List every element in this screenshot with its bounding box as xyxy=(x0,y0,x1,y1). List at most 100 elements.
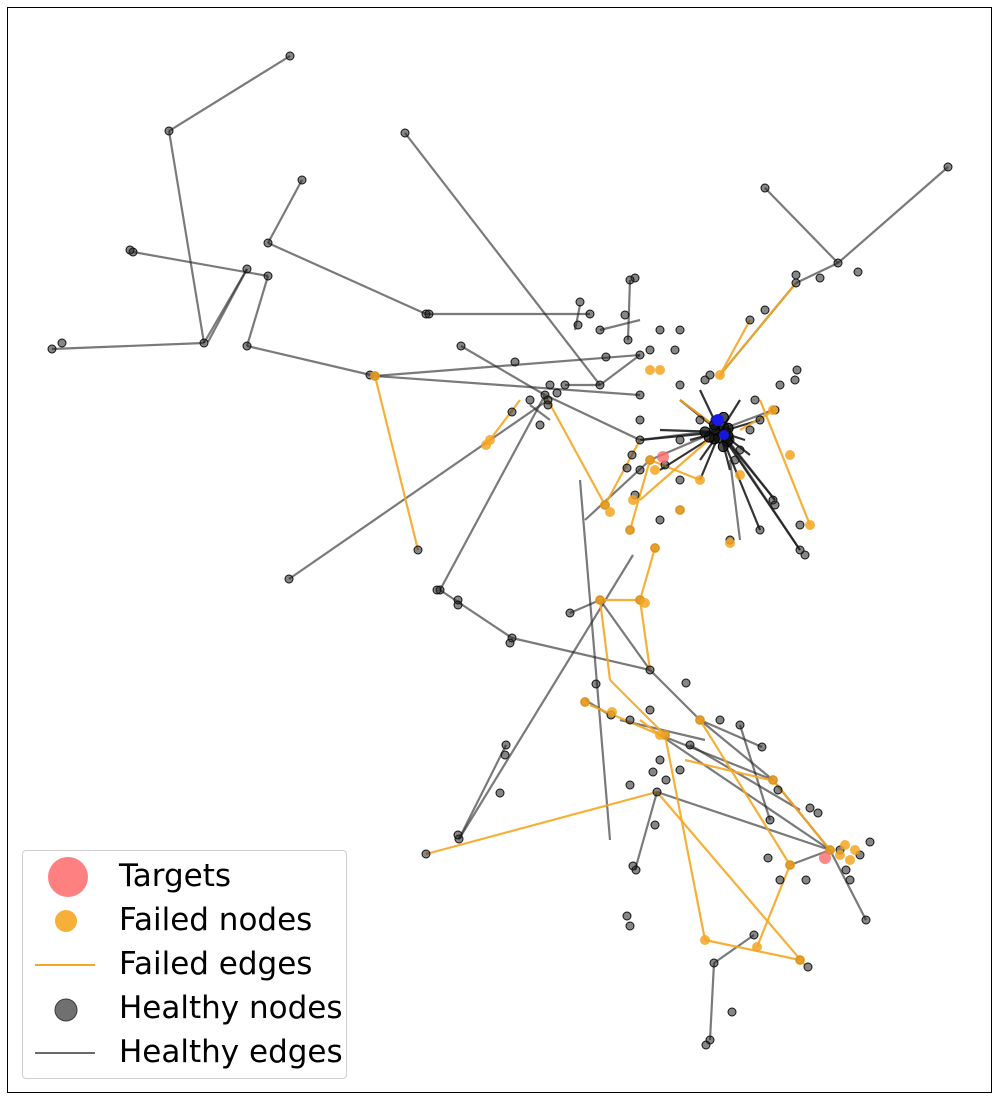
hub-node xyxy=(712,414,724,426)
failed-edge xyxy=(589,703,661,737)
healthy-node xyxy=(400,128,410,138)
healthy-node xyxy=(790,375,800,385)
legend-label-healthy-nodes: Healthy nodes xyxy=(119,990,343,1026)
healthy-node xyxy=(773,785,783,795)
failed-node xyxy=(650,465,660,475)
failed-node xyxy=(370,371,380,381)
failed-node xyxy=(835,850,845,860)
target-node xyxy=(657,451,669,463)
healthy-edge xyxy=(458,744,507,840)
healthy-edge xyxy=(626,279,632,341)
legend-item-failed-nodes: Failed nodes xyxy=(23,898,346,942)
healthy-edge xyxy=(764,187,839,264)
healthy-node xyxy=(730,455,740,465)
failed-node xyxy=(695,715,705,725)
failed-edge xyxy=(719,319,751,376)
healthy-edge xyxy=(529,404,551,421)
healthy-edge xyxy=(699,719,774,781)
healthy-edge xyxy=(439,589,513,639)
healthy-edge xyxy=(795,262,839,284)
failed-node xyxy=(645,365,655,375)
healthy-node xyxy=(815,273,825,283)
failed-node xyxy=(600,500,610,510)
healthy-edge xyxy=(168,55,291,132)
failed-edge xyxy=(772,779,831,851)
healthy-node xyxy=(675,325,685,335)
healthy-node xyxy=(623,335,633,345)
failed-node xyxy=(607,707,617,717)
healthy-node xyxy=(545,380,555,390)
healthy-node xyxy=(620,310,630,320)
healthy-edge xyxy=(245,275,270,347)
healthy-node xyxy=(421,849,431,859)
failed-edge xyxy=(373,375,420,551)
healthy-node xyxy=(675,380,685,390)
healthy-node xyxy=(413,545,423,555)
failed-edge xyxy=(598,599,612,681)
legend-label-healthy-edges: Healthy edges xyxy=(119,1034,343,1070)
healthy-node xyxy=(685,740,695,750)
healthy-node xyxy=(700,375,710,385)
failed-node xyxy=(735,470,745,480)
healthy-edge xyxy=(689,744,801,811)
healthy-node xyxy=(865,837,875,847)
healthy-node xyxy=(242,264,252,274)
healthy-node xyxy=(735,720,745,730)
healthy-node xyxy=(661,775,671,785)
failed-nodes xyxy=(370,365,860,965)
failed-node xyxy=(655,365,665,375)
healthy-node xyxy=(622,463,632,473)
healthy-node xyxy=(525,395,535,405)
legend-item-healthy-nodes: Healthy nodes xyxy=(23,986,346,1030)
failed-node xyxy=(645,455,655,465)
healthy-node xyxy=(727,1007,737,1017)
healthy-edge xyxy=(837,166,949,264)
healthy-edge xyxy=(578,479,612,841)
failed-node xyxy=(752,942,762,952)
failed-node xyxy=(768,405,778,415)
healthy-node xyxy=(505,638,515,648)
healthy-node xyxy=(650,820,660,830)
healthy-node xyxy=(500,750,510,760)
healthy-node xyxy=(755,525,765,535)
healthy-edge xyxy=(719,429,801,551)
healthy-node xyxy=(805,803,815,813)
healthy-node xyxy=(695,415,705,425)
failed-edge xyxy=(638,547,657,601)
healthy-node xyxy=(635,435,645,445)
healthy-node xyxy=(715,715,725,725)
healthy-node xyxy=(861,915,871,925)
failed-edge xyxy=(609,679,666,736)
healthy-node xyxy=(591,679,601,689)
healthy-edge xyxy=(246,344,376,378)
healthy-node xyxy=(507,407,517,417)
healthy-node xyxy=(760,305,770,315)
healthy-node xyxy=(655,325,665,335)
failed-node xyxy=(485,435,495,445)
failed-edge xyxy=(684,758,771,782)
failed-node xyxy=(595,595,605,605)
healthy-edge xyxy=(51,341,205,351)
target-marker-icon xyxy=(48,857,88,897)
failed-edges xyxy=(373,282,831,966)
healthy-node xyxy=(709,958,719,968)
healthy-node xyxy=(845,875,855,885)
healthy-node xyxy=(501,740,511,750)
healthy-node xyxy=(750,395,760,405)
healthy-node xyxy=(635,415,645,425)
healthy-node xyxy=(943,162,953,172)
healthy-node xyxy=(699,426,711,438)
healthy-edge xyxy=(404,132,601,386)
healthy-node xyxy=(47,344,57,354)
healthy-node xyxy=(432,585,442,595)
failed-node xyxy=(825,845,835,855)
healthy-node xyxy=(628,861,638,871)
healthy-edge xyxy=(633,791,659,871)
healthy-edge xyxy=(511,636,651,672)
healthy-node xyxy=(675,435,685,445)
healthy-edge xyxy=(699,718,763,749)
healthy-node xyxy=(595,325,605,335)
legend-item-targets: Targets xyxy=(23,854,346,898)
healthy-node xyxy=(792,365,802,375)
healthy-node xyxy=(675,765,685,775)
